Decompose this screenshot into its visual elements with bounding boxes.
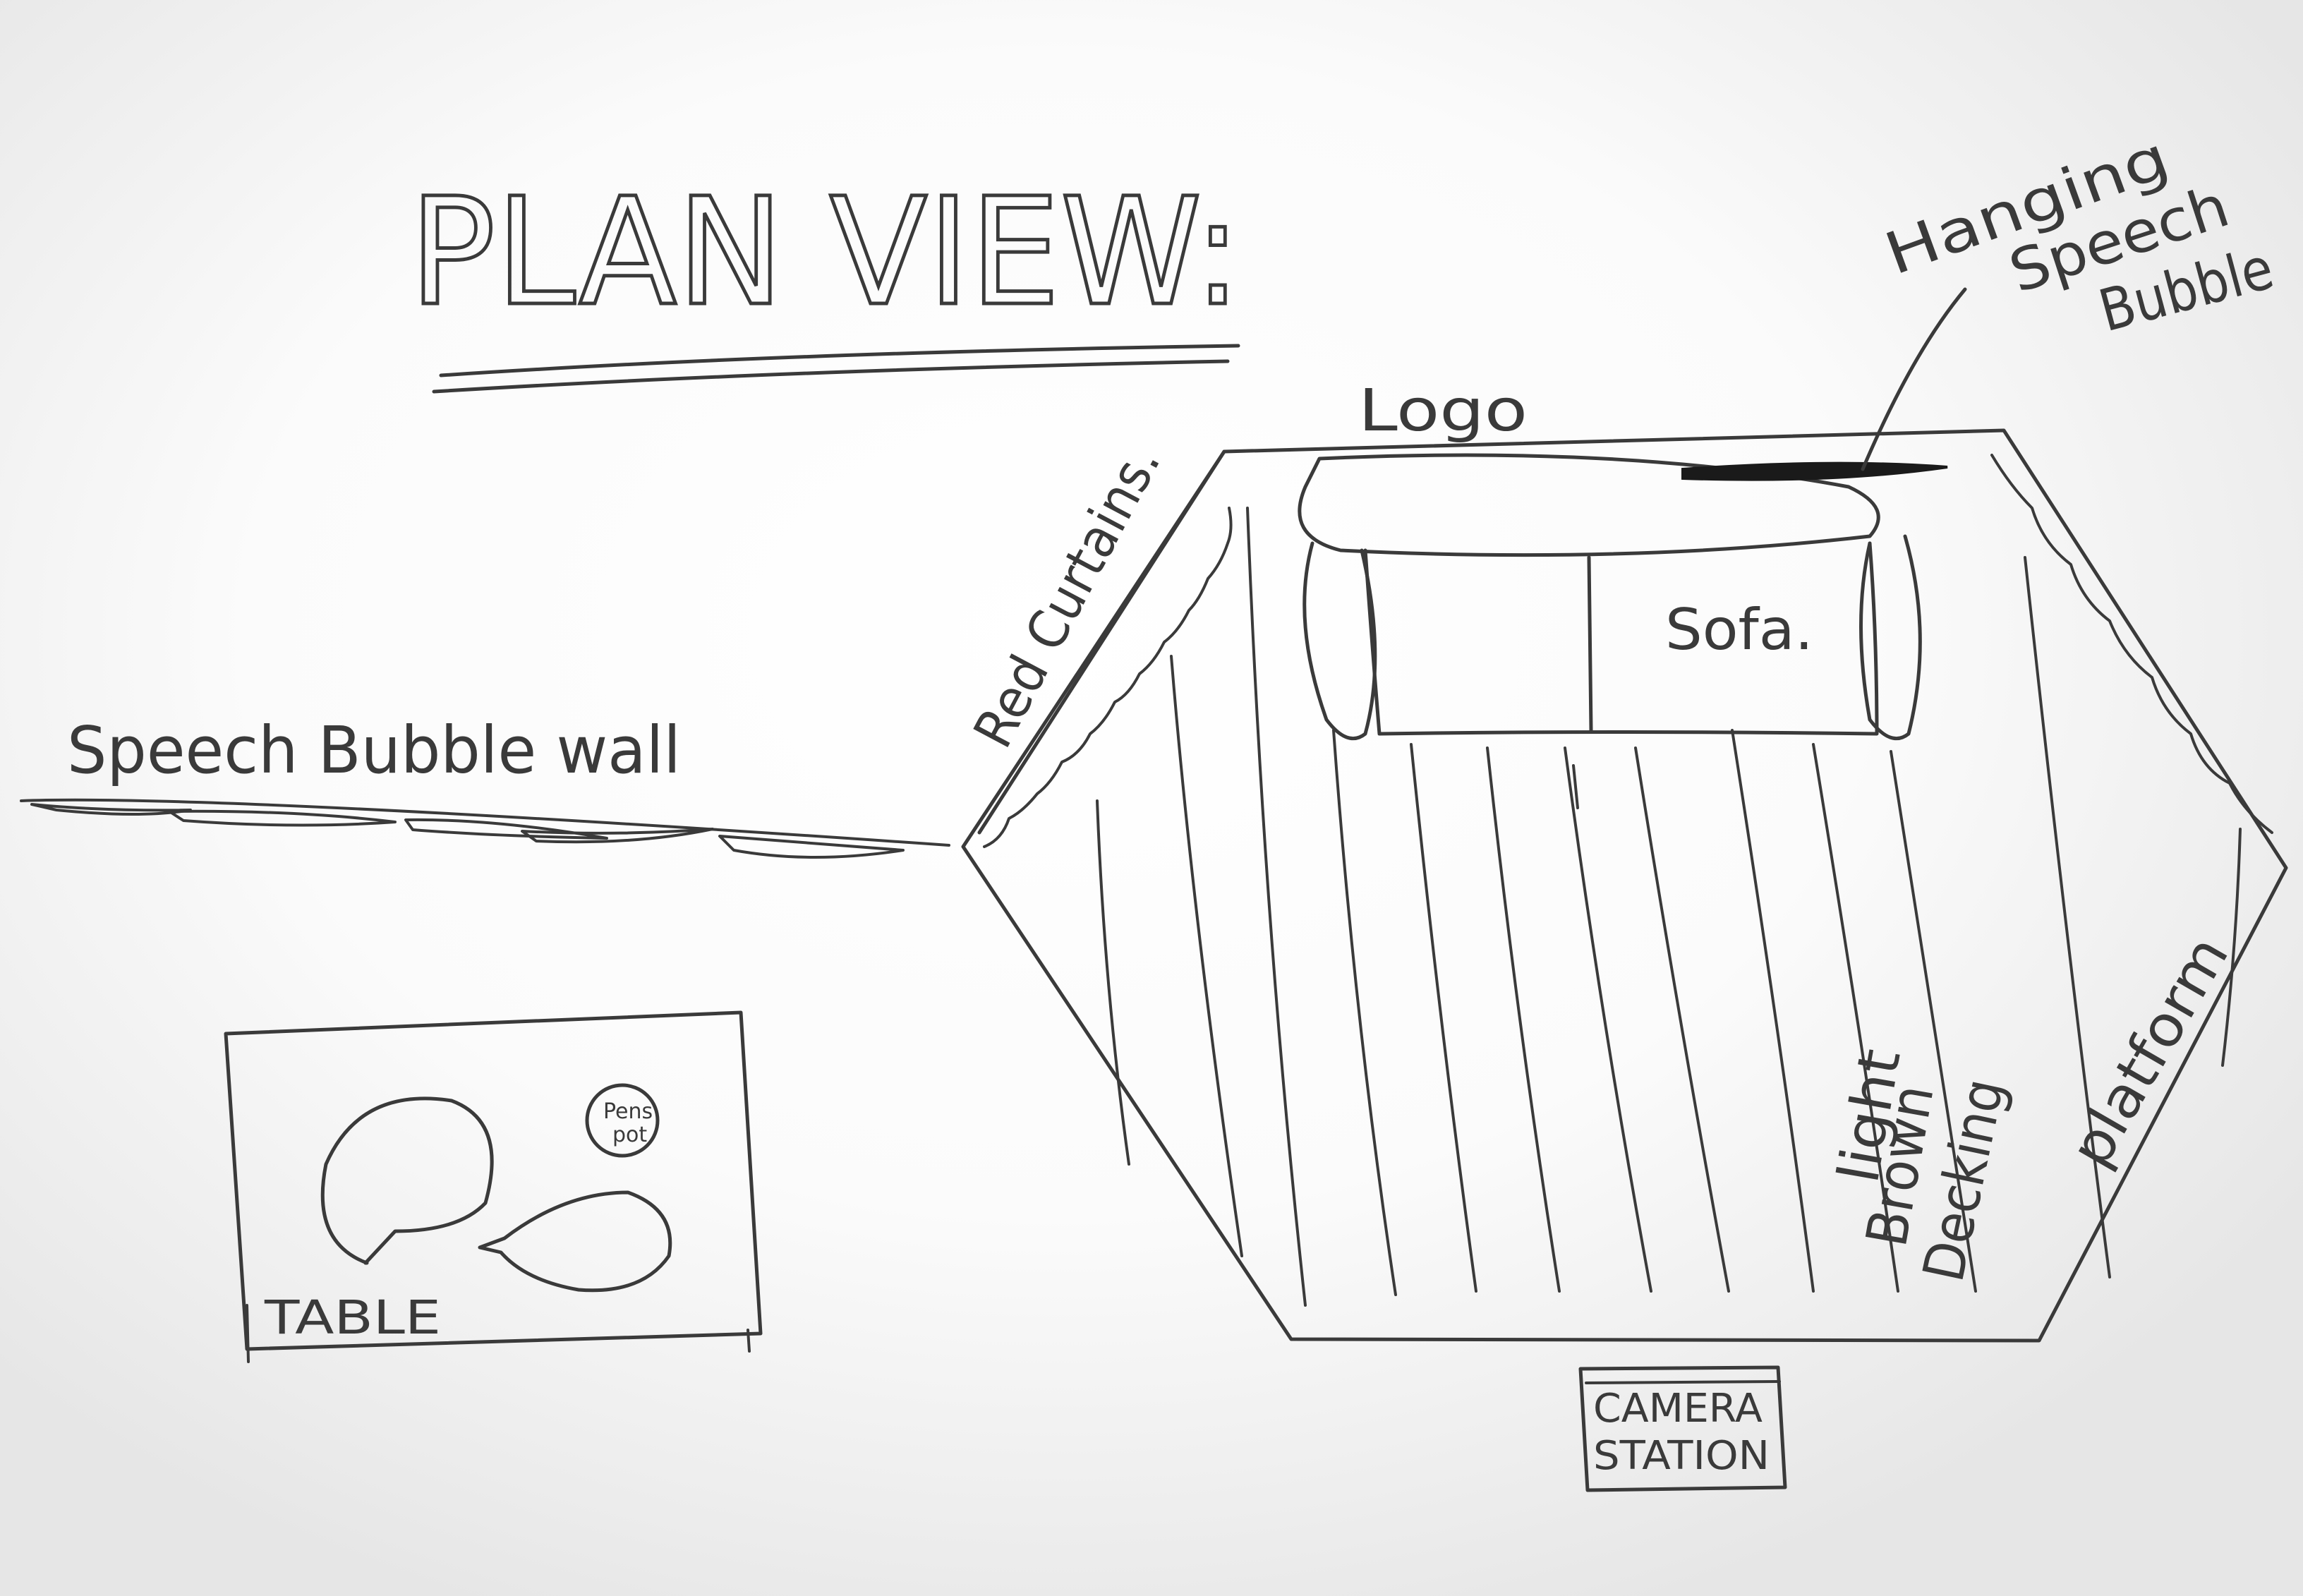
red-curtains-label: Red Curtains. [961, 435, 1172, 758]
wall-bubble-5 [718, 835, 905, 859]
wall-bubble-3 [404, 818, 608, 840]
table-leg-right [746, 1329, 751, 1353]
hanging-bubble-marker [1681, 461, 1948, 481]
sofa: Sofa. [1298, 453, 1922, 741]
curtain-right-wave [1990, 454, 2273, 834]
sofa-arm-left [1302, 541, 1377, 741]
sofa-back [1298, 453, 1880, 557]
deck-plank-11 [1890, 750, 1977, 1293]
table-outline [224, 1010, 763, 1351]
curtain-left-line [977, 449, 1226, 835]
wall-bubble-4 [521, 828, 714, 844]
deck-plank-1 [1246, 507, 1307, 1307]
sofa-cushion-divider [1587, 555, 1593, 732]
camera-station-label-2: STATION [1593, 1433, 1770, 1479]
platform-right-inner-edge [2221, 828, 2242, 1067]
deck-plank-2 [1170, 655, 1243, 1257]
stage-platform [961, 428, 2288, 1343]
deck-plank-3 [1096, 799, 1130, 1166]
camera-station-outline [1578, 1365, 1787, 1492]
platform-label-group: light Brown Decking platform [1825, 925, 2241, 1287]
wall-line [20, 798, 950, 847]
sofa-label: Sofa. [1665, 597, 1813, 663]
title-underline-2 [432, 359, 1230, 394]
hanging-bubble-pointer [1861, 287, 1967, 471]
camera-station: CAMERA STATION [1578, 1365, 1787, 1492]
platform-label-4: platform [2057, 925, 2242, 1178]
page-title: PLAN VIEW: [409, 166, 1242, 339]
speech-bubble-wall-label: Speech Bubble wall [67, 713, 681, 788]
table: TABLE Pens pot [224, 1010, 763, 1363]
deck-plank-12 [2024, 556, 2111, 1278]
deck-plank-6 [1486, 746, 1561, 1293]
speech-bubble-small [478, 1190, 672, 1293]
pen-pot-label-1: Pens [603, 1099, 653, 1124]
deck-plank-7 [1564, 746, 1652, 1293]
pen-pot-label-2: pot [612, 1123, 647, 1147]
deck-mark [1572, 764, 1579, 809]
sofa-arm-right [1859, 534, 1922, 741]
title-underline-1 [439, 344, 1240, 377]
table-label: TABLE [264, 1290, 441, 1345]
curtain-left-wave [983, 507, 1233, 848]
speech-bubble-wall: Speech Bubble wall [20, 713, 950, 859]
camera-station-top-line [1585, 1380, 1781, 1384]
deck-plank-9 [1731, 729, 1815, 1293]
pen-pot-circle [585, 1083, 660, 1158]
platform-outline [961, 428, 2288, 1343]
speech-bubble-large [320, 1096, 494, 1265]
hanging-speech-bubble: Hanging Speech Bubble [1681, 124, 2280, 481]
wall-bubble-1 [30, 803, 192, 816]
title-group: PLAN VIEW: [408, 164, 1244, 394]
logo-label: Logo [1358, 377, 1528, 445]
wall-bubble-2 [168, 809, 397, 827]
deck-plank-10 [1812, 743, 1899, 1293]
table-leg-left [246, 1304, 250, 1363]
deck-plank-8 [1634, 746, 1730, 1293]
camera-station-label-1: CAMERA [1593, 1386, 1763, 1432]
deck-plank-4 [1332, 729, 1397, 1296]
deck-plank-5 [1410, 743, 1477, 1293]
